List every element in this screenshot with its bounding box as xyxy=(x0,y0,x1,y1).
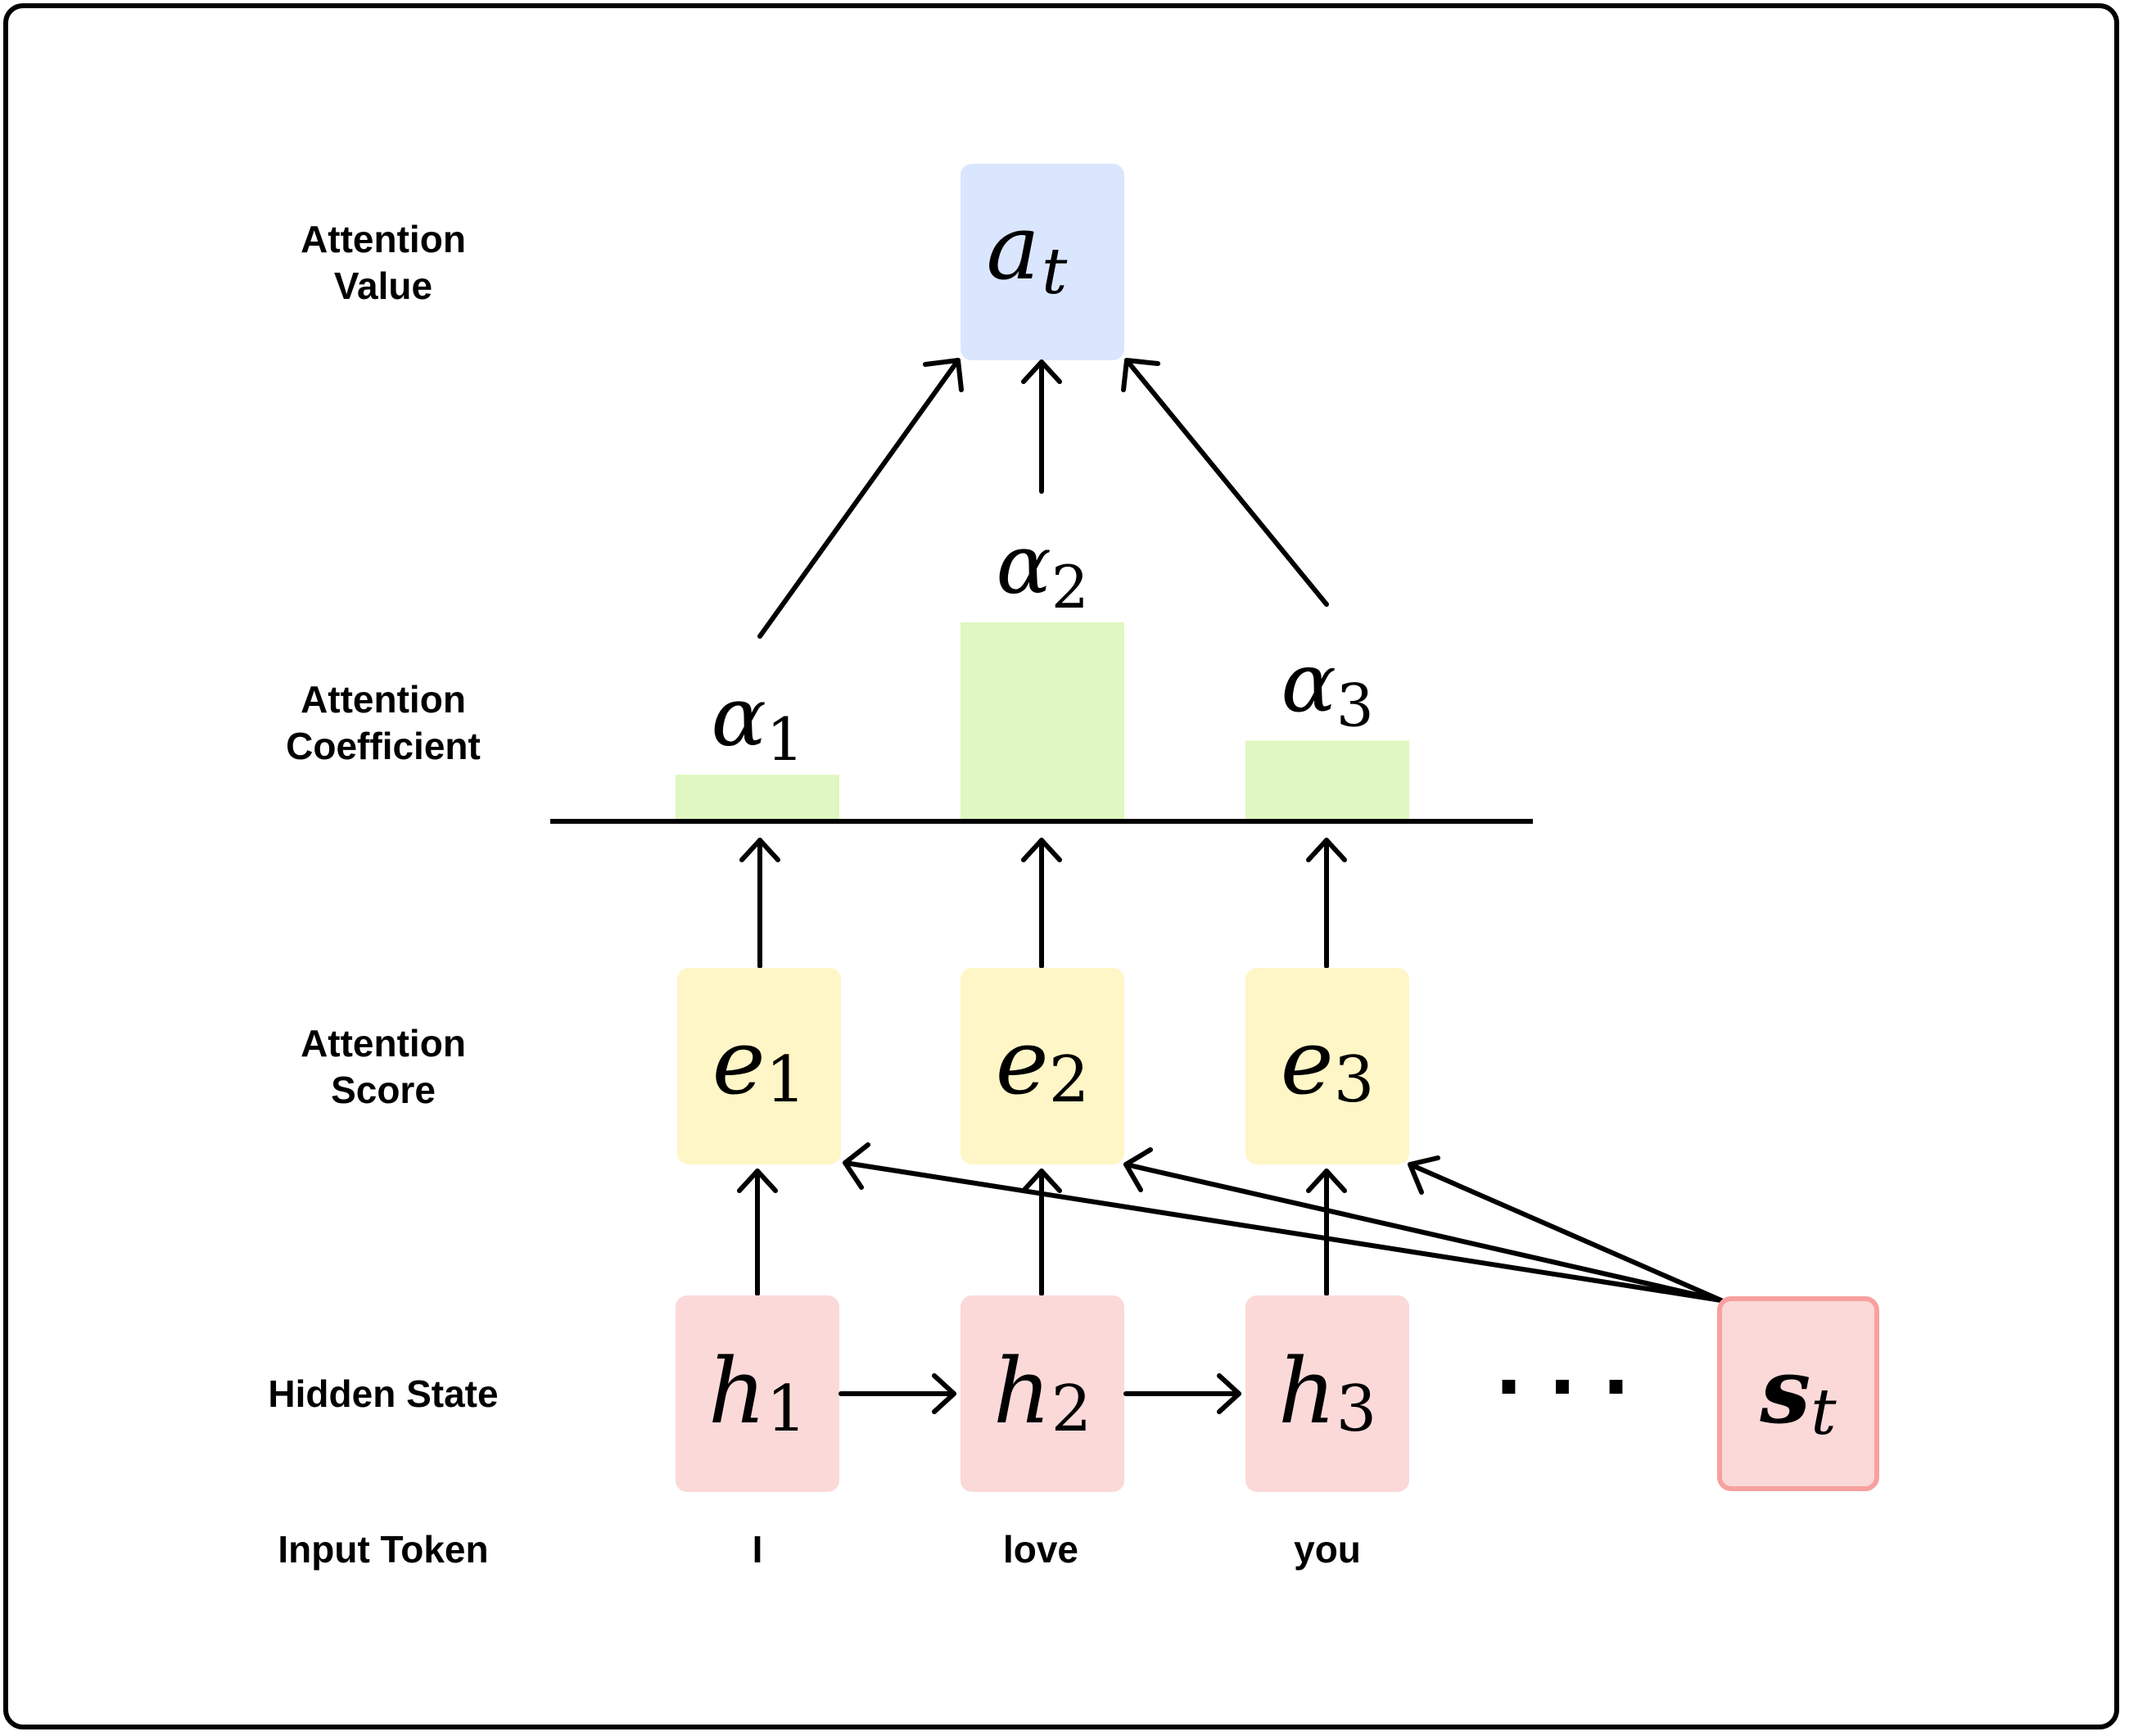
decoder-state-box xyxy=(1717,1296,1879,1491)
decoder-state-node: st xyxy=(1717,1296,1879,1491)
input-tokens: I love you xyxy=(753,1528,1361,1571)
arrowhead-h1-up xyxy=(737,1169,778,1193)
coefficient-bars xyxy=(676,622,1409,819)
arrow-st-to-e2 xyxy=(1123,1162,1724,1303)
score-box-3 xyxy=(1245,968,1409,1164)
ellipsis: · · · xyxy=(1494,1345,1630,1431)
hidden-label-1: h1 xyxy=(708,1339,807,1446)
arrowhead-h2-up xyxy=(1021,1169,1062,1193)
arrowhead-e3-up xyxy=(1306,838,1347,862)
label-attention-score-line2: Score xyxy=(331,1069,436,1111)
coefficient-label-2: α2 xyxy=(996,517,1088,622)
hidden-box-2 xyxy=(961,1295,1124,1492)
coefficient-bar-3 xyxy=(1245,740,1409,819)
arrow-alpha1-to-at xyxy=(757,358,961,639)
decoder-state-label: st xyxy=(1759,1338,1837,1449)
arrow-st-to-e3 xyxy=(1408,1162,1724,1303)
arrowhead-e1-up xyxy=(739,838,780,862)
row-labels: Attention Value Attention Coefficient At… xyxy=(268,218,498,1571)
attention-value-symbol: a xyxy=(986,195,1040,300)
label-attention-score-line1: Attention xyxy=(301,1022,466,1065)
coefficient-bar-1 xyxy=(676,775,839,819)
arrowhead-h2-to-h3 xyxy=(1217,1373,1241,1414)
arrowhead-alpha1-to-at xyxy=(923,358,964,392)
attention-value-box xyxy=(961,164,1124,360)
score-nodes: e1 e2 e3 xyxy=(677,968,1409,1164)
coefficient-label-3: α3 xyxy=(1281,635,1373,739)
arrowhead-st-to-e1 xyxy=(843,1142,870,1190)
hidden-label-2: h2 xyxy=(993,1339,1092,1446)
recurrent-arrows xyxy=(838,1373,1241,1414)
token-1: I xyxy=(753,1528,763,1571)
score-box-2 xyxy=(961,968,1124,1164)
coefficient-label-1: α1 xyxy=(711,669,803,774)
coefficient-labels: α1 α2 α3 xyxy=(711,517,1373,774)
arrowhead-st-to-e3 xyxy=(1408,1155,1440,1195)
arrowhead-h1-to-h2 xyxy=(932,1373,956,1414)
label-attention-coefficient-line2: Coefficient xyxy=(286,725,481,767)
arrows-to-attention-value xyxy=(757,358,1329,639)
label-attention-coefficient-line1: Attention xyxy=(301,678,466,721)
arrowhead-e2-up xyxy=(1021,838,1062,862)
label-hidden-state: Hidden State xyxy=(268,1372,498,1415)
label-attention-value-line1: Attention xyxy=(301,218,466,260)
arrows-hidden-to-score xyxy=(737,1169,1347,1296)
token-3: you xyxy=(1294,1528,1361,1571)
arrowhead-alpha2-to-at xyxy=(1021,359,1062,384)
attention-value-node: a t xyxy=(961,164,1124,360)
arrows-decoder-to-score xyxy=(843,1142,1724,1303)
arrowhead-h3-up xyxy=(1306,1169,1347,1193)
attention-value-subscript: t xyxy=(1042,235,1068,309)
label-input-token: Input Token xyxy=(278,1528,488,1571)
hidden-box-3 xyxy=(1245,1295,1409,1492)
score-label-3: e3 xyxy=(1281,1010,1375,1117)
score-box-1 xyxy=(677,968,841,1164)
coefficient-bar-2 xyxy=(961,622,1124,819)
arrows-score-to-coefficient xyxy=(739,838,1347,969)
arrowhead-st-to-e2 xyxy=(1123,1147,1153,1192)
score-label-1: e1 xyxy=(712,1010,807,1117)
arrowhead-alpha3-to-at xyxy=(1121,358,1160,392)
arrow-st-to-e1 xyxy=(843,1160,1724,1303)
arrow-alpha3-to-at xyxy=(1124,358,1329,607)
score-label-2: e2 xyxy=(996,1010,1090,1117)
hidden-box-1 xyxy=(676,1295,839,1492)
hidden-label-3: h3 xyxy=(1278,1339,1377,1446)
hidden-state-nodes: h1 h2 h3 xyxy=(676,1295,1409,1492)
label-attention-value-line2: Value xyxy=(334,264,432,307)
token-2: love xyxy=(1003,1528,1078,1571)
